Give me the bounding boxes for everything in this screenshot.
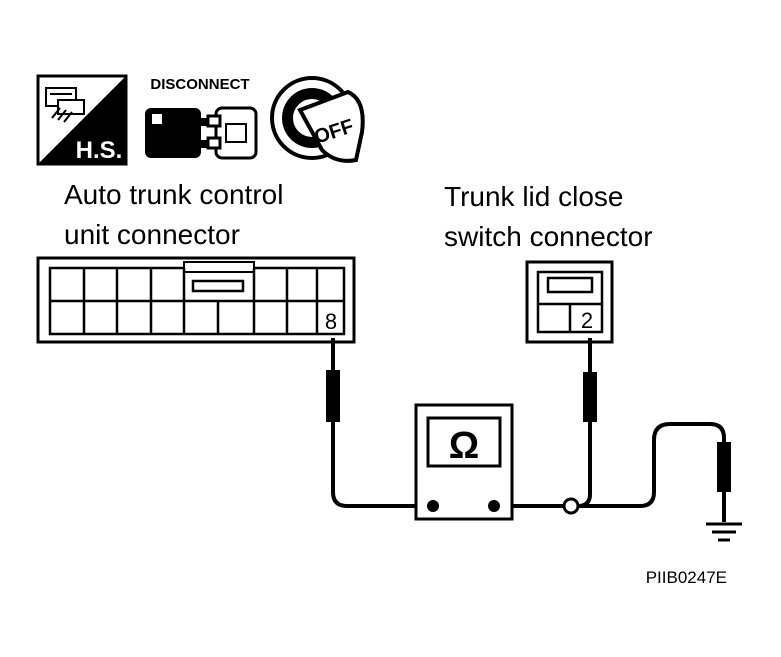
ignition-off-icon: OFF <box>270 76 365 163</box>
control-unit-connector: 8 <box>36 256 356 344</box>
disconnect-label: DISCONNECT <box>150 76 249 93</box>
control-unit-title-line2: unit connector <box>64 219 240 250</box>
wire-junction <box>562 497 580 515</box>
harness-hs-icon: H.S. <box>36 74 128 166</box>
figure-code: PIIB0247E <box>646 568 727 587</box>
control-unit-title-line1: Auto trunk control <box>64 179 283 210</box>
ohm-symbol: Ω <box>449 425 479 467</box>
switch-connector-title: Trunk lid close switch connector <box>444 181 653 252</box>
ground-icon <box>706 522 742 542</box>
switch-title-line1: Trunk lid close <box>444 181 623 212</box>
ohmmeter: Ω <box>414 403 514 521</box>
disconnect-icon: DISCONNECT <box>145 76 258 160</box>
hs-label: H.S. <box>76 137 123 164</box>
switch-terminal-number: 2 <box>581 308 593 333</box>
meter-terminal-positive <box>488 500 500 512</box>
switch-title-line2: switch connector <box>444 221 653 252</box>
meter-terminal-negative <box>427 500 439 512</box>
probe-wire-left <box>326 338 432 508</box>
switch-connector: 2 <box>525 260 614 344</box>
control-unit-terminal-number: 8 <box>325 309 337 334</box>
probe-wire-right <box>494 338 731 522</box>
control-unit-connector-title: Auto trunk control unit connector <box>64 179 283 250</box>
